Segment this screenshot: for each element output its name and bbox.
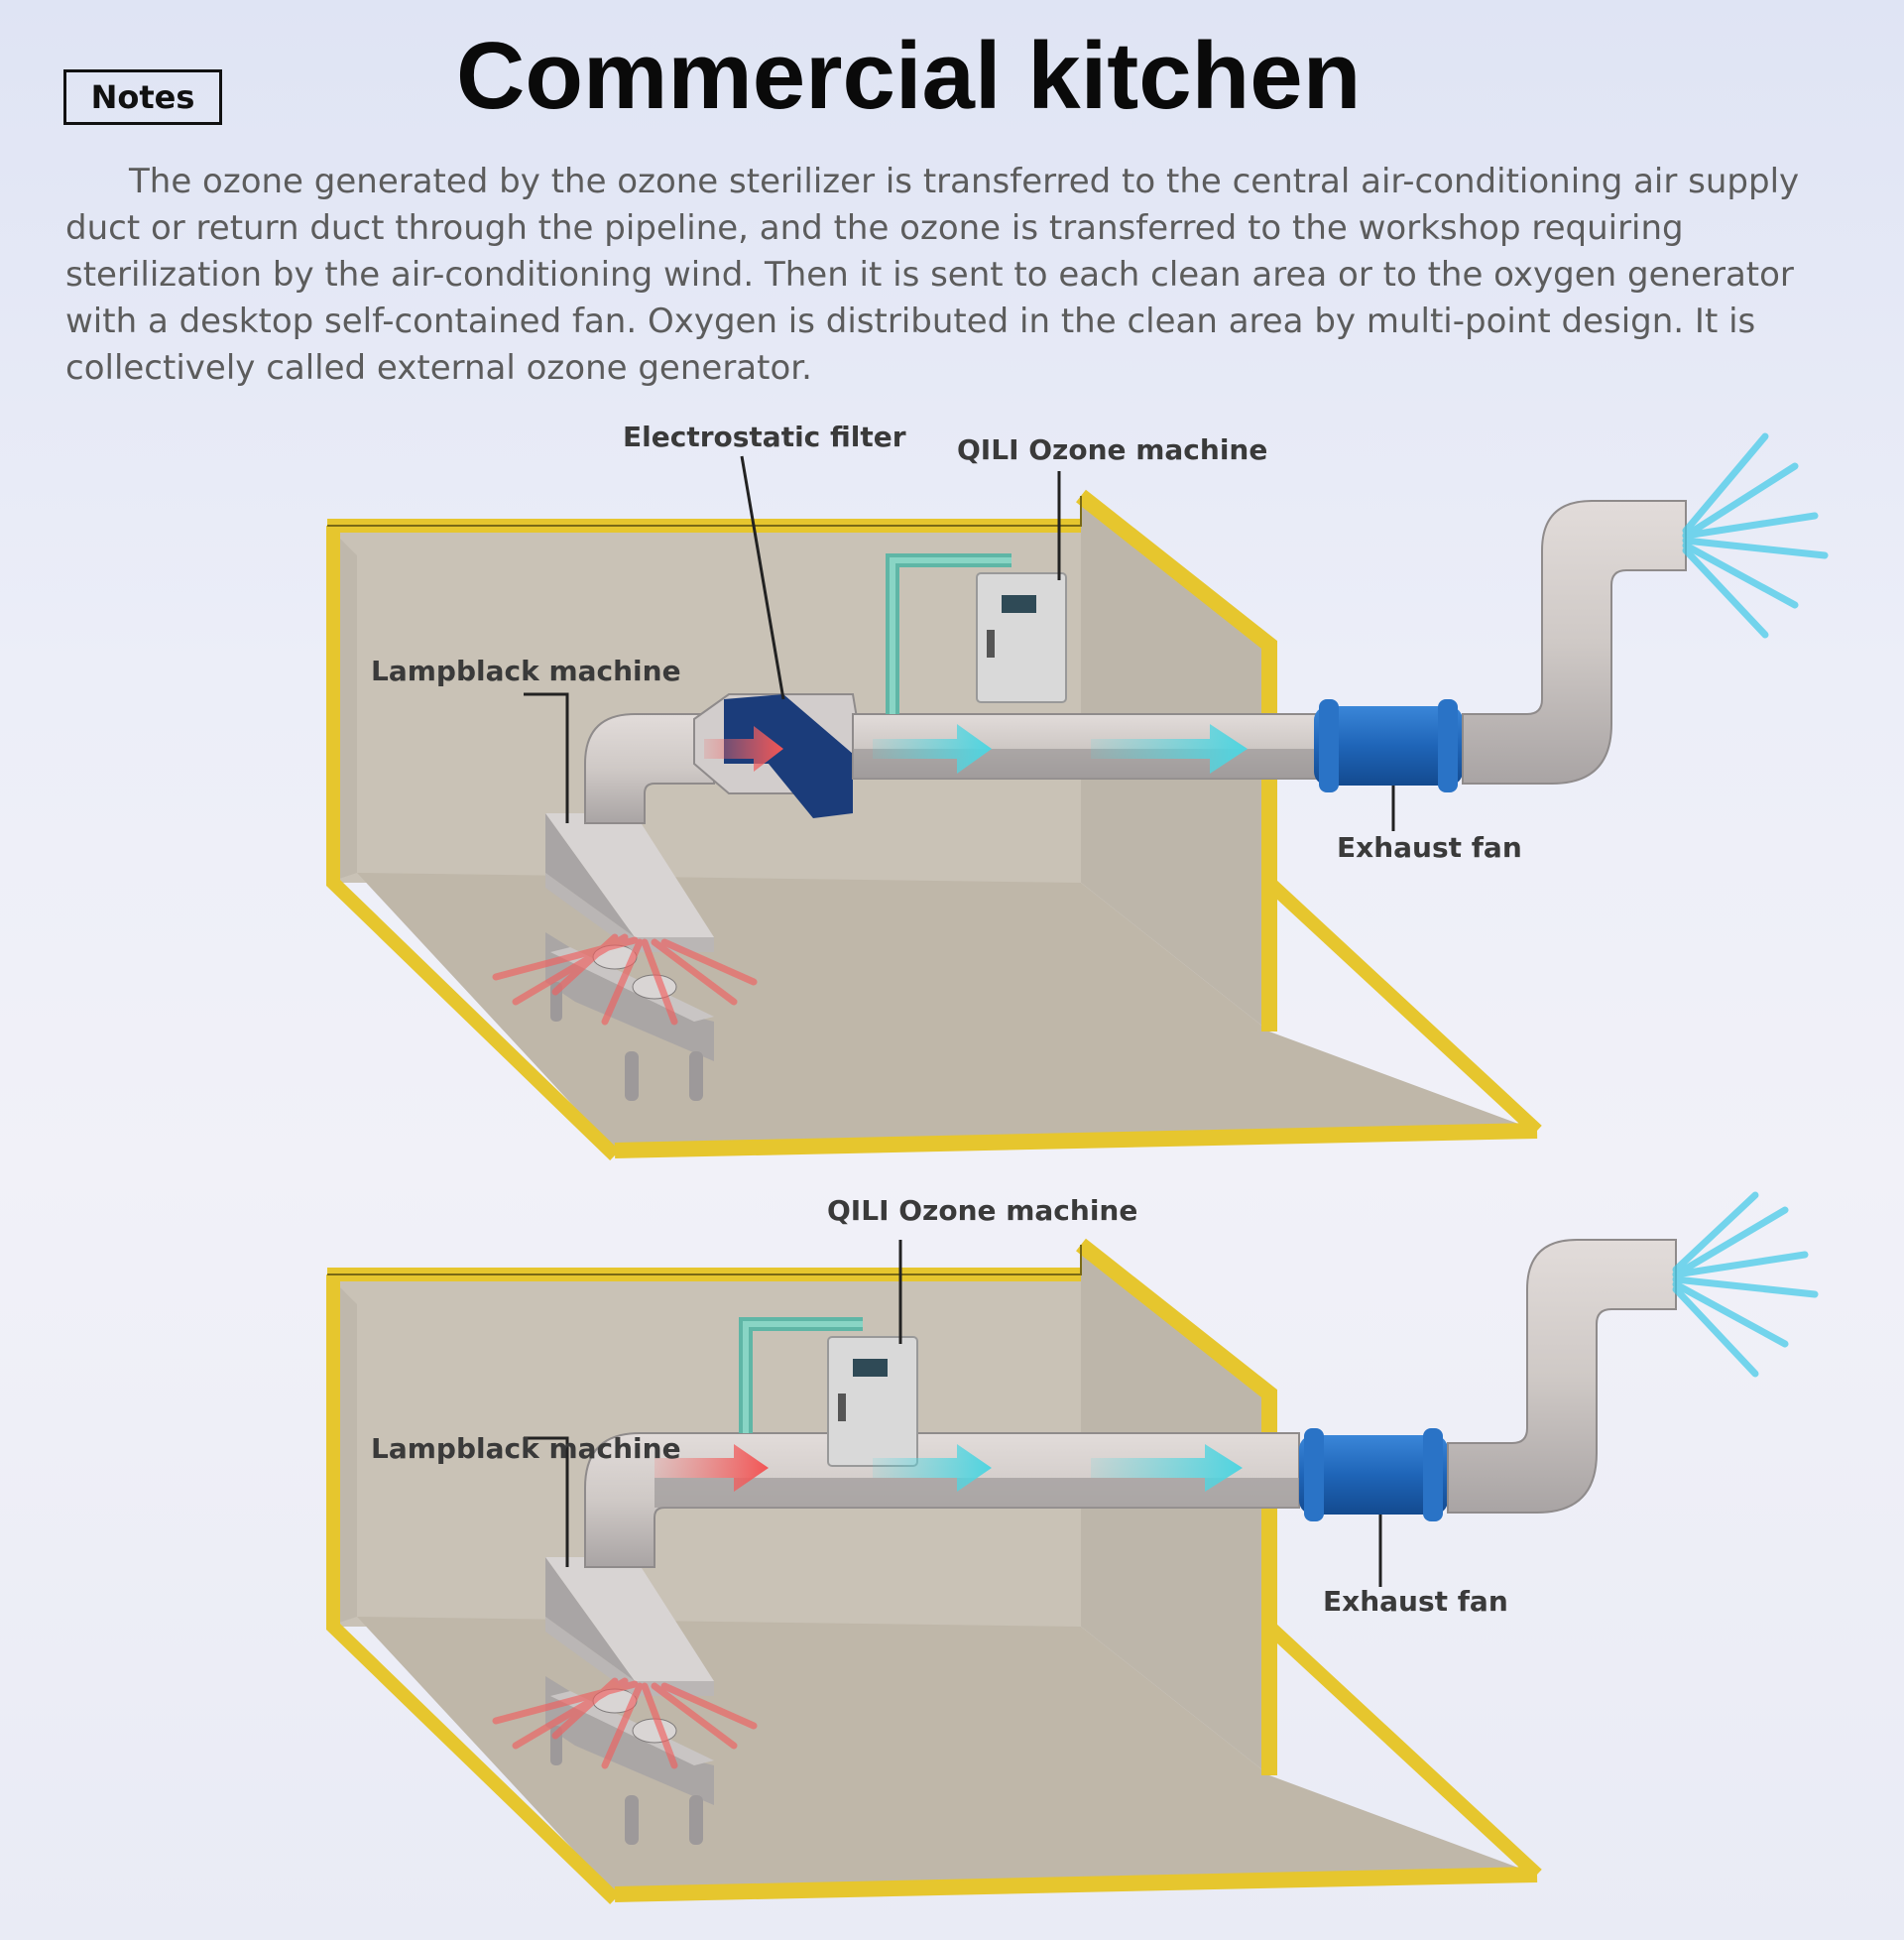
- kitchen-scene-top: [326, 432, 1829, 1161]
- floor-front-edge: [614, 1867, 1538, 1902]
- right-wall: [1081, 1245, 1269, 1775]
- lampblack-hood: [545, 1557, 714, 1696]
- ozone-arrow-1: [873, 1444, 992, 1492]
- floor-right-edge: [1264, 1621, 1542, 1880]
- ozone-arrow-1: [873, 724, 992, 774]
- rising-smoke: [492, 1677, 758, 1769]
- hot-air-arrow: [704, 726, 783, 772]
- left-wall-edge: [326, 1274, 620, 1905]
- label-electrostatic-filter: Electrostatic filter: [623, 421, 906, 453]
- back-wall: [327, 526, 1081, 883]
- ozone-arrow-2: [1091, 724, 1248, 774]
- label-lampblack-machine: Lampblack machine: [371, 655, 681, 687]
- clean-air-outflow: [1672, 1191, 1819, 1378]
- label-exhaust-fan: Exhaust fan: [1337, 831, 1522, 864]
- exit-duct: [1462, 500, 1687, 785]
- ozone-machine: [886, 553, 1067, 714]
- diagram-with-filter: Electrostatic filter QILI Ozone machine …: [326, 421, 1829, 1161]
- label-exhaust-fan: Exhaust fan: [1323, 1585, 1508, 1618]
- floor-right-edge: [1264, 877, 1542, 1137]
- left-wall-edge: [326, 526, 620, 1161]
- notes-label: Notes: [63, 69, 222, 125]
- label-ozone-machine: QILI Ozone machine: [957, 433, 1268, 466]
- exit-duct: [1447, 1239, 1677, 1514]
- rising-smoke: [492, 933, 758, 1026]
- diagram-without-filter: QILI Ozone machine Lampblack machine Exh…: [0, 1190, 1904, 1940]
- floor: [357, 873, 1537, 1151]
- floor: [357, 1617, 1537, 1894]
- lampblack-hood: [545, 813, 714, 952]
- exhaust-fan-body: [1299, 1428, 1448, 1521]
- page-title: Commercial kitchen: [456, 23, 1362, 129]
- exhaust-fan-body: [1314, 699, 1463, 792]
- ozone-machine: [739, 1317, 918, 1467]
- label-lampblack-machine: Lampblack machine: [371, 1432, 681, 1465]
- label-ozone-machine: QILI Ozone machine: [827, 1194, 1138, 1227]
- electrostatic-filter: [724, 694, 853, 818]
- hot-air-arrow: [654, 1444, 769, 1492]
- right-wall-edge: [1076, 489, 1277, 1031]
- clean-air-outflow: [1682, 432, 1829, 639]
- ozone-arrow-2: [1091, 1444, 1243, 1492]
- intro-paragraph: The ozone generated by the ozone sterili…: [65, 162, 1800, 388]
- right-wall-edge: [1076, 1238, 1277, 1775]
- floor-front-edge: [614, 1123, 1538, 1158]
- kitchen-scene-bottom: [326, 1191, 1819, 1905]
